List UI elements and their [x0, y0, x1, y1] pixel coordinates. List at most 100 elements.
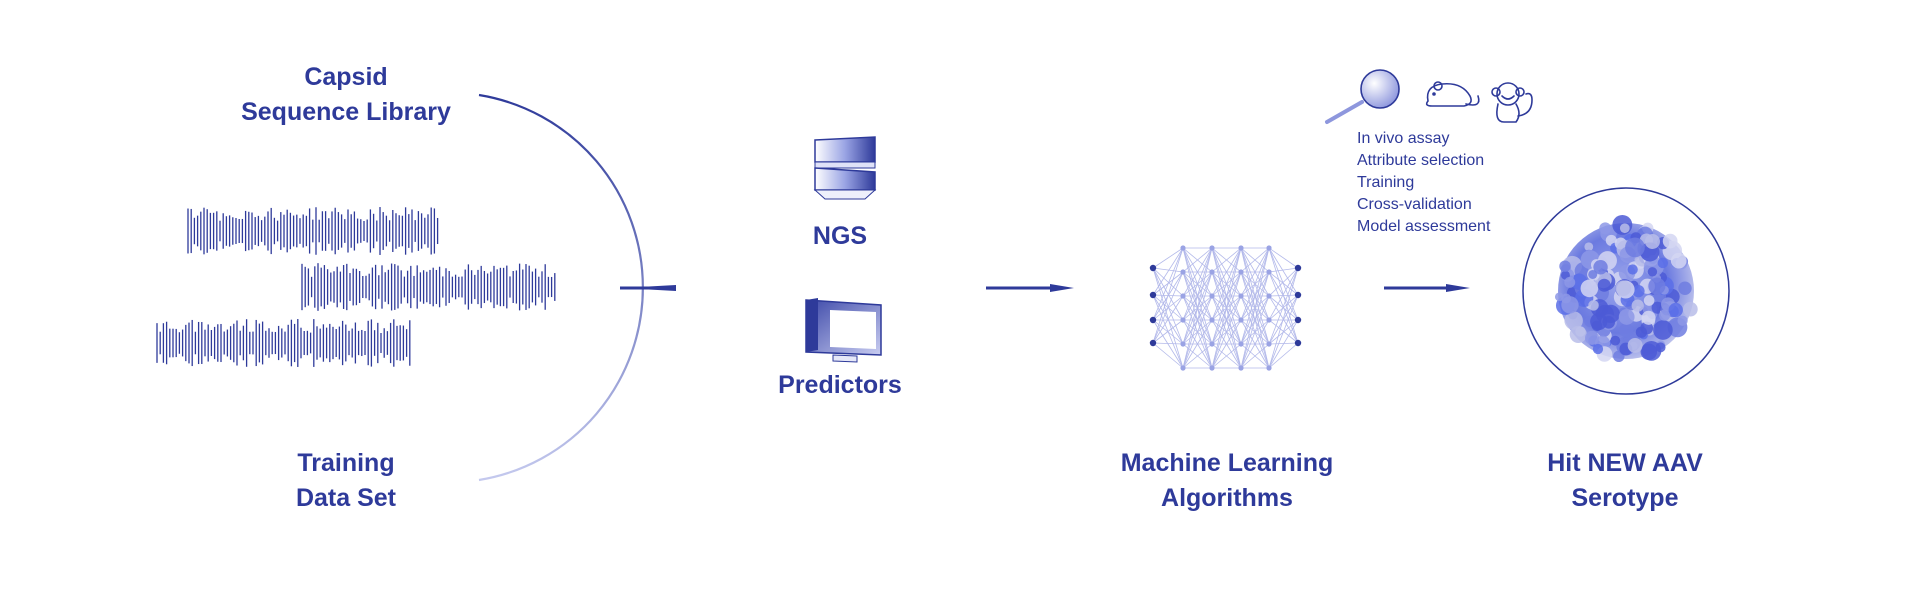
network-node	[1266, 365, 1272, 371]
network-edge	[1240, 247, 1270, 321]
network-edge	[1268, 247, 1299, 269]
capsid-blob	[1584, 242, 1594, 252]
network-edge	[1240, 247, 1270, 345]
capsid-blob	[1580, 279, 1599, 298]
capsid-blob	[1588, 269, 1598, 280]
network-edge	[1211, 271, 1242, 369]
network-edge	[1268, 247, 1299, 296]
capsid-blob	[1632, 284, 1645, 298]
network-edge	[1211, 247, 1242, 321]
monkey-icon	[1491, 82, 1533, 123]
network-node	[1238, 269, 1244, 275]
capsid-blob	[1588, 300, 1599, 311]
network-node	[1294, 339, 1302, 347]
network-edge	[1152, 247, 1184, 344]
capsid-blob	[1668, 302, 1683, 318]
network-node	[1180, 365, 1186, 371]
capsid-blob	[1564, 311, 1583, 330]
capsid-blob	[1640, 321, 1654, 335]
capsid-blob	[1597, 278, 1611, 292]
network-node	[1266, 269, 1272, 275]
ml-label-line1: Machine Learning	[1120, 449, 1334, 477]
capsid-blob	[1627, 338, 1643, 353]
capsid-blob	[1644, 233, 1660, 249]
network-node	[1294, 264, 1302, 272]
network-edge	[1268, 294, 1299, 297]
hit-label-line2: Serotype	[1571, 484, 1679, 512]
network-edge	[1152, 342, 1184, 345]
capsid-blob	[1619, 223, 1630, 234]
network-edge	[1152, 267, 1184, 321]
network-node	[1149, 316, 1157, 324]
network-node	[1238, 341, 1244, 347]
network-edge	[1268, 294, 1299, 321]
network-edge	[1182, 247, 1213, 321]
network-edge	[1268, 342, 1299, 369]
neural-network-icon	[1149, 245, 1302, 371]
network-node	[1149, 339, 1157, 347]
network-edge	[1211, 319, 1242, 369]
step-item: In vivo assay	[1357, 130, 1450, 147]
capsid-blob	[1619, 322, 1634, 338]
capsid-blob	[1590, 312, 1608, 331]
capsid-blob	[1592, 343, 1604, 355]
network-edge	[1268, 271, 1299, 296]
step-item: Cross-validation	[1357, 196, 1472, 213]
capsid-blob	[1655, 342, 1666, 353]
capsid-blob	[1602, 316, 1616, 329]
network-edge	[1182, 247, 1213, 297]
predictors-label: Predictors	[778, 371, 902, 399]
network-edge	[1268, 267, 1299, 297]
network-edge	[1211, 343, 1242, 369]
network-edge	[1240, 247, 1270, 273]
network-node	[1266, 317, 1272, 323]
capsid-blob	[1615, 280, 1631, 296]
capsid-blob	[1677, 315, 1688, 326]
capsid-blob	[1599, 222, 1612, 235]
library-label-line1: Capsid	[304, 63, 388, 91]
network-edge	[1152, 295, 1184, 344]
arrow-3	[1384, 284, 1470, 292]
sequence-waveform-icon	[156, 207, 556, 367]
network-edge	[1211, 295, 1242, 369]
network-node	[1209, 293, 1215, 299]
step-item: Model assessment	[1357, 218, 1491, 235]
network-node	[1149, 291, 1157, 299]
library-label: Capsid Sequence Library	[196, 60, 496, 130]
capsid-blob	[1559, 260, 1571, 272]
network-node	[1266, 245, 1272, 251]
network-node	[1209, 341, 1215, 347]
network-edge	[1268, 267, 1299, 321]
ml-label-line2: Algorithms	[1161, 484, 1293, 512]
library-label-line2: Sequence Library	[241, 98, 451, 126]
network-edge	[1268, 319, 1299, 369]
step-item: Attribute selection	[1357, 152, 1485, 169]
network-node	[1180, 341, 1186, 347]
training-label-line1: Training	[297, 449, 395, 477]
network-node	[1294, 316, 1302, 324]
capsid-blob	[1618, 309, 1635, 325]
network-node	[1180, 293, 1186, 299]
capsid-blob	[1662, 233, 1678, 249]
capsid-blob	[1593, 260, 1608, 275]
capsid-blob	[1625, 237, 1645, 258]
capsid-blob	[1627, 264, 1638, 275]
network-edge	[1211, 247, 1242, 273]
network-edge	[1211, 247, 1242, 297]
network-edge	[1152, 271, 1184, 344]
capsid-blob	[1647, 267, 1658, 277]
mouse-icon	[1425, 81, 1480, 107]
network-node	[1238, 245, 1244, 251]
network-node	[1209, 269, 1215, 275]
capsid-blob	[1670, 252, 1687, 269]
network-node	[1238, 365, 1244, 371]
network-edge	[1240, 319, 1270, 369]
network-node	[1266, 293, 1272, 299]
network-edge	[1152, 247, 1184, 296]
hit-label: Hit NEW AAV Serotype	[1475, 446, 1775, 516]
network-node	[1180, 269, 1186, 275]
network-edge	[1268, 294, 1299, 345]
network-edge	[1152, 267, 1184, 369]
network-edge	[1240, 247, 1270, 297]
capsid-blob	[1564, 276, 1576, 288]
